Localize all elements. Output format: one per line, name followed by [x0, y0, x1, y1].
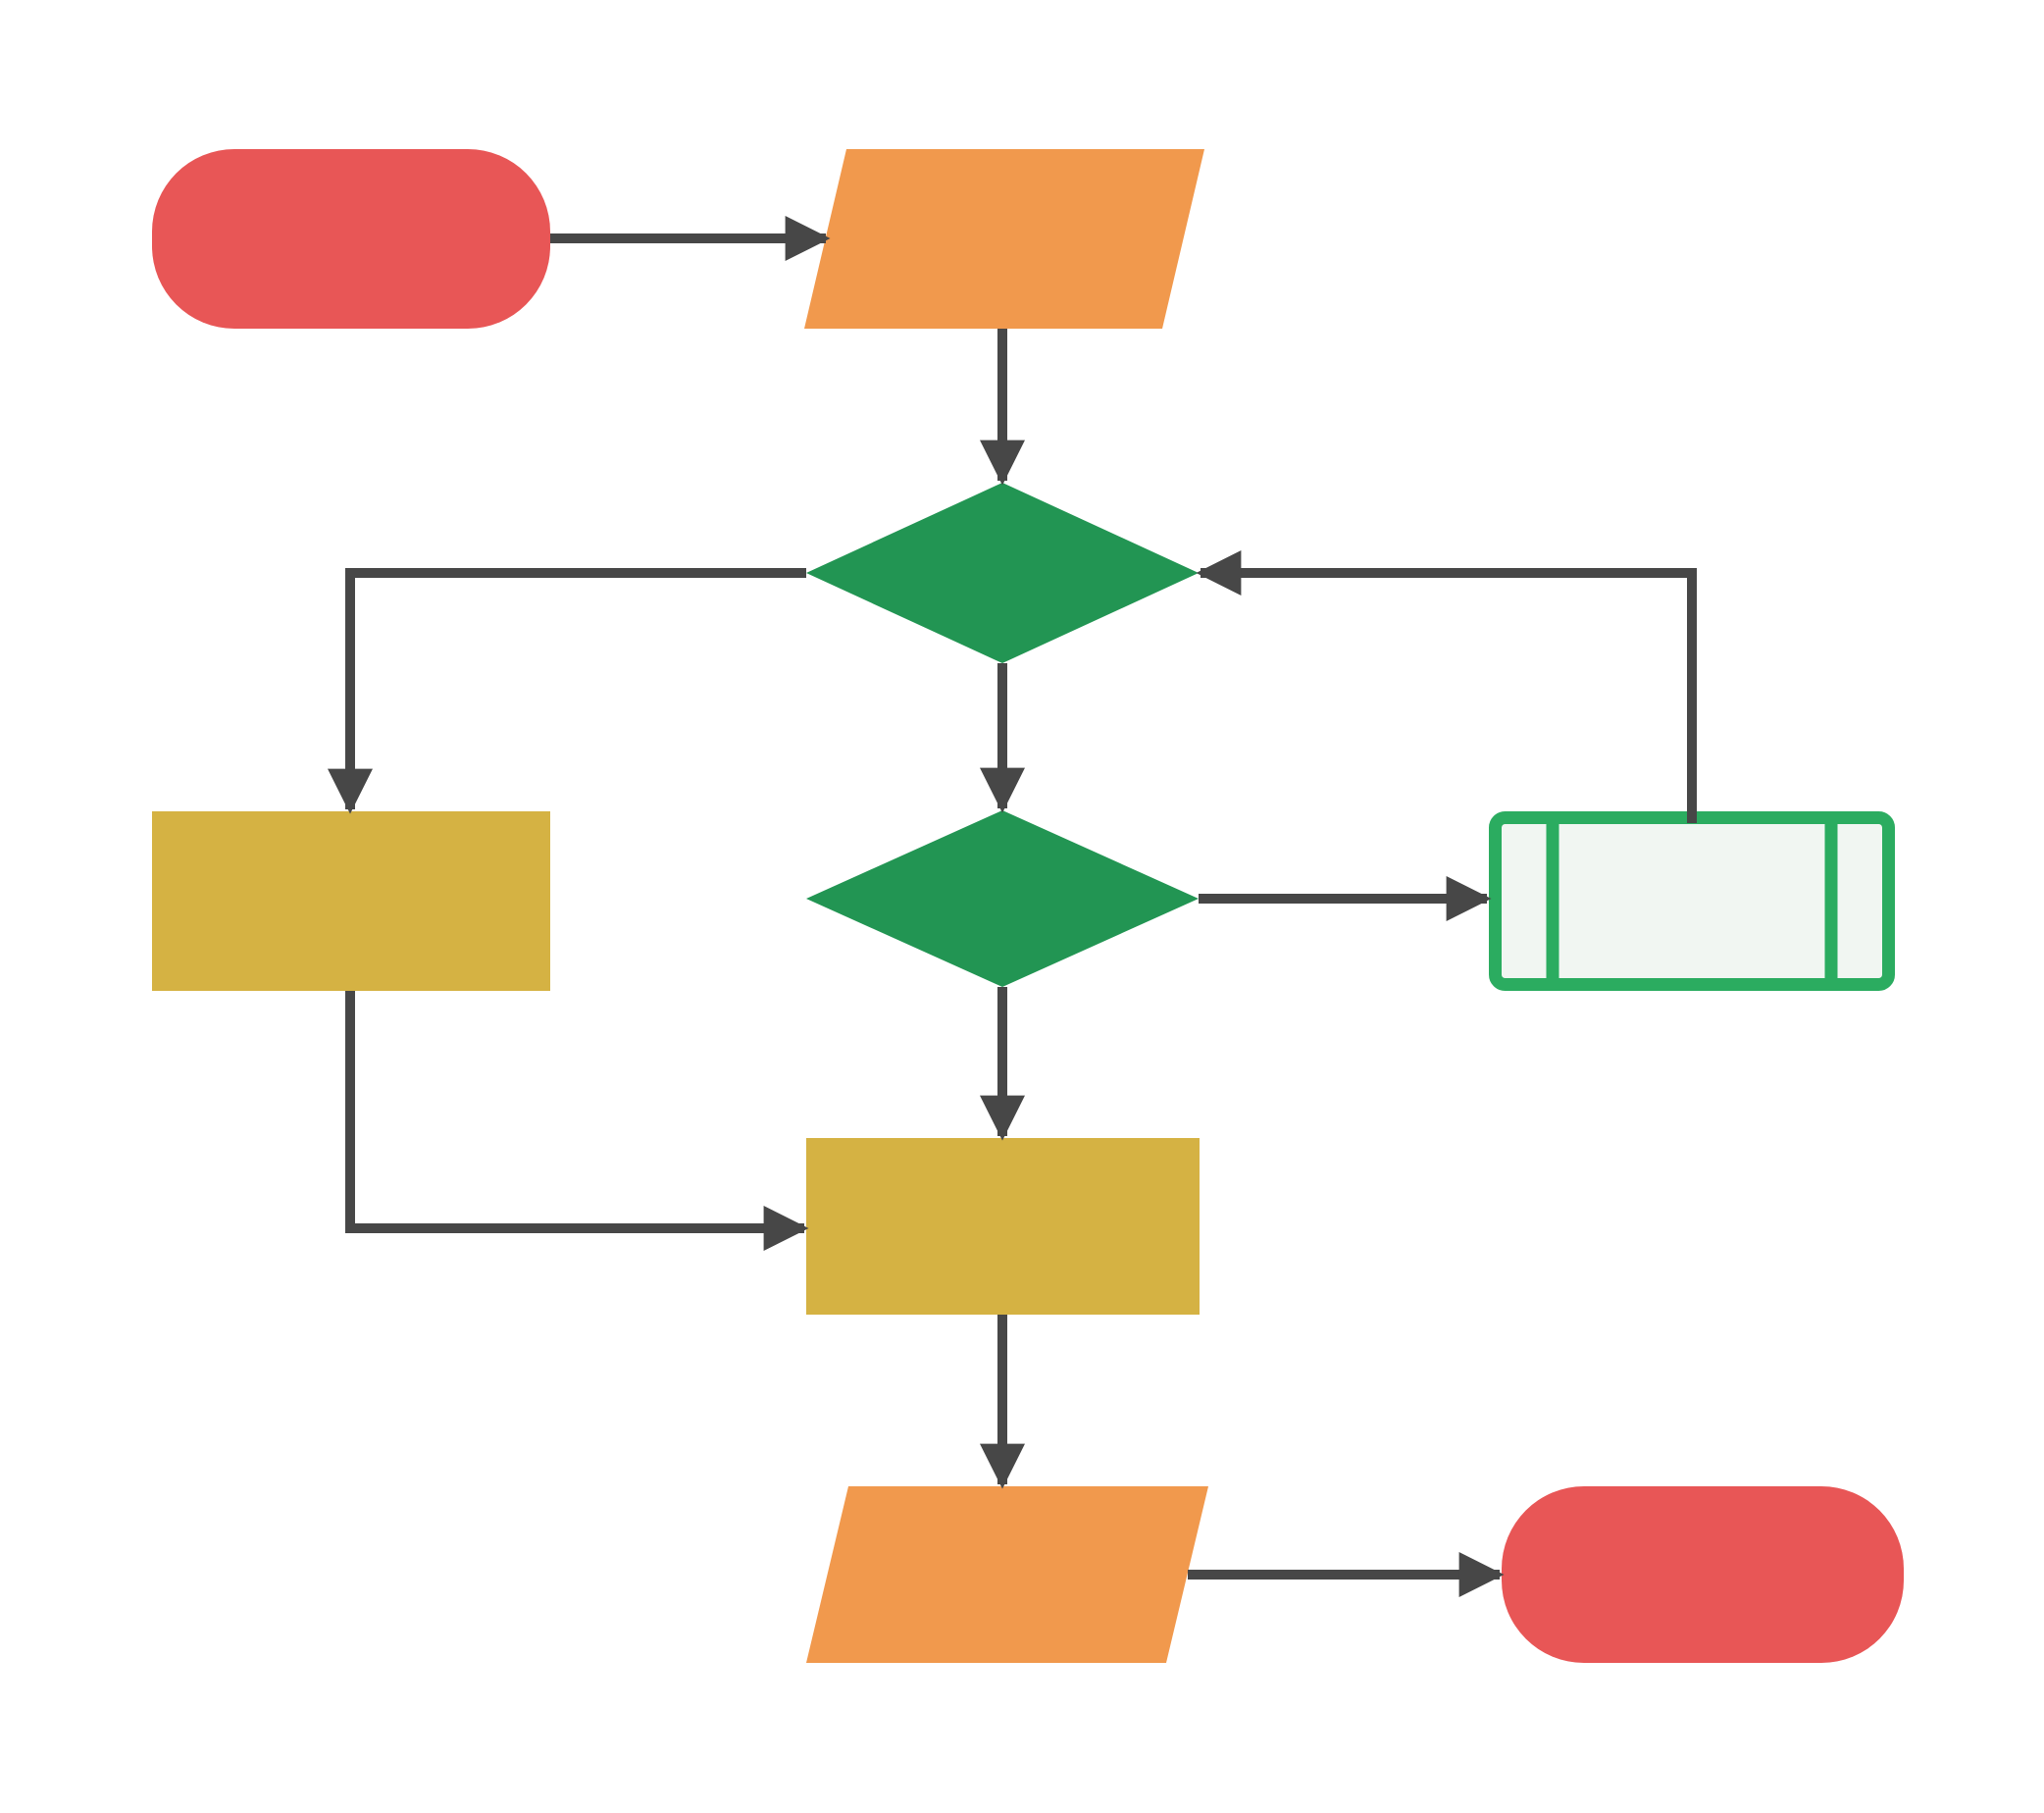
input-output-parallelogram-bottom: [806, 1486, 1208, 1663]
terminator-end-shape: [1502, 1486, 1904, 1663]
process-rectangle-center: [806, 1138, 1200, 1315]
edge-decision-1-to-process-left: [328, 568, 806, 814]
process-rectangle-left: [152, 811, 550, 991]
edge-subroutine-to-decision-1: [1196, 550, 1697, 823]
terminator-start-shape: [152, 149, 550, 329]
input-output-parallelogram-top: [804, 149, 1204, 329]
edge-process-left-to-process-center: [345, 991, 809, 1251]
predefined-process-box: [1489, 811, 1895, 991]
decision-diamond-2: [806, 810, 1199, 987]
decision-diamond-1: [806, 483, 1199, 663]
